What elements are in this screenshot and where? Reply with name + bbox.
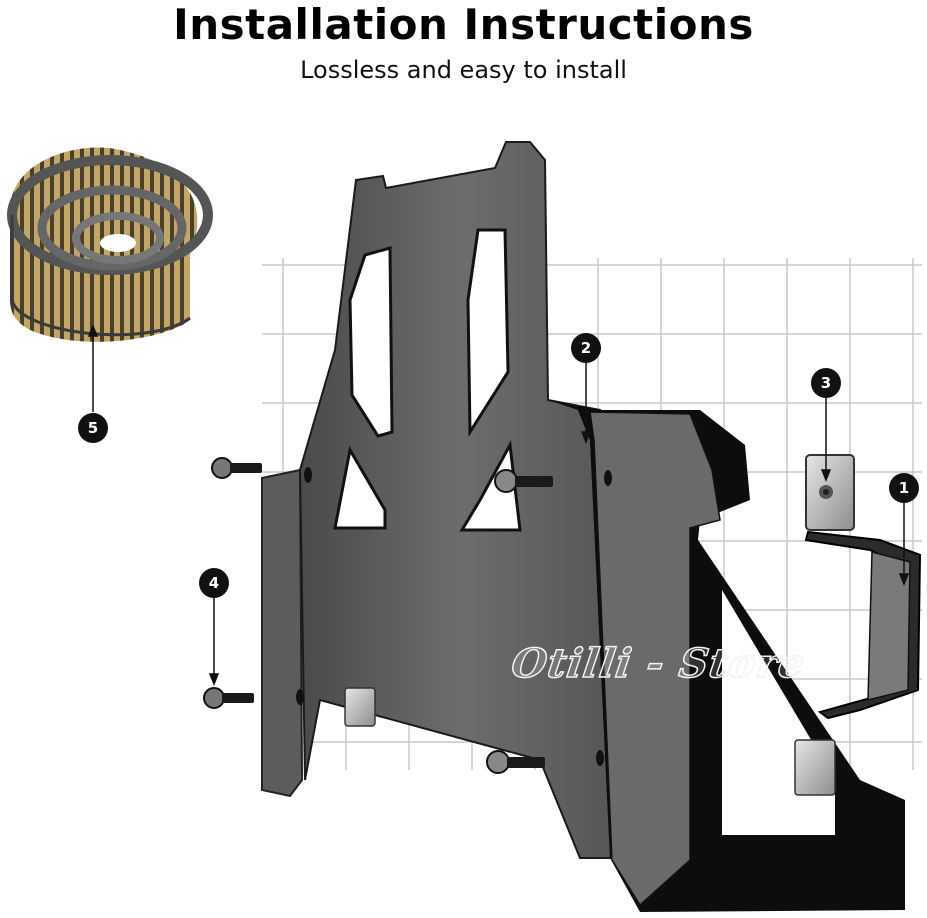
spiral-rubber-strip-icon [7,147,213,342]
callout-1: 1 [889,473,919,503]
callout-4: 4 [199,568,229,598]
clip-nut-icon [344,454,855,796]
page-subtitle: Lossless and easy to install [300,56,627,84]
callout-2: 2 [571,333,601,363]
u-bracket-icon [804,530,922,720]
store-watermark: Otilli - Store [508,639,809,688]
callout-5: 5 [78,413,108,443]
callout-3: 3 [811,368,841,398]
page-title: Installation Instructions [173,0,754,49]
callout-arrows [87,323,910,687]
bolt-icon [203,457,553,774]
